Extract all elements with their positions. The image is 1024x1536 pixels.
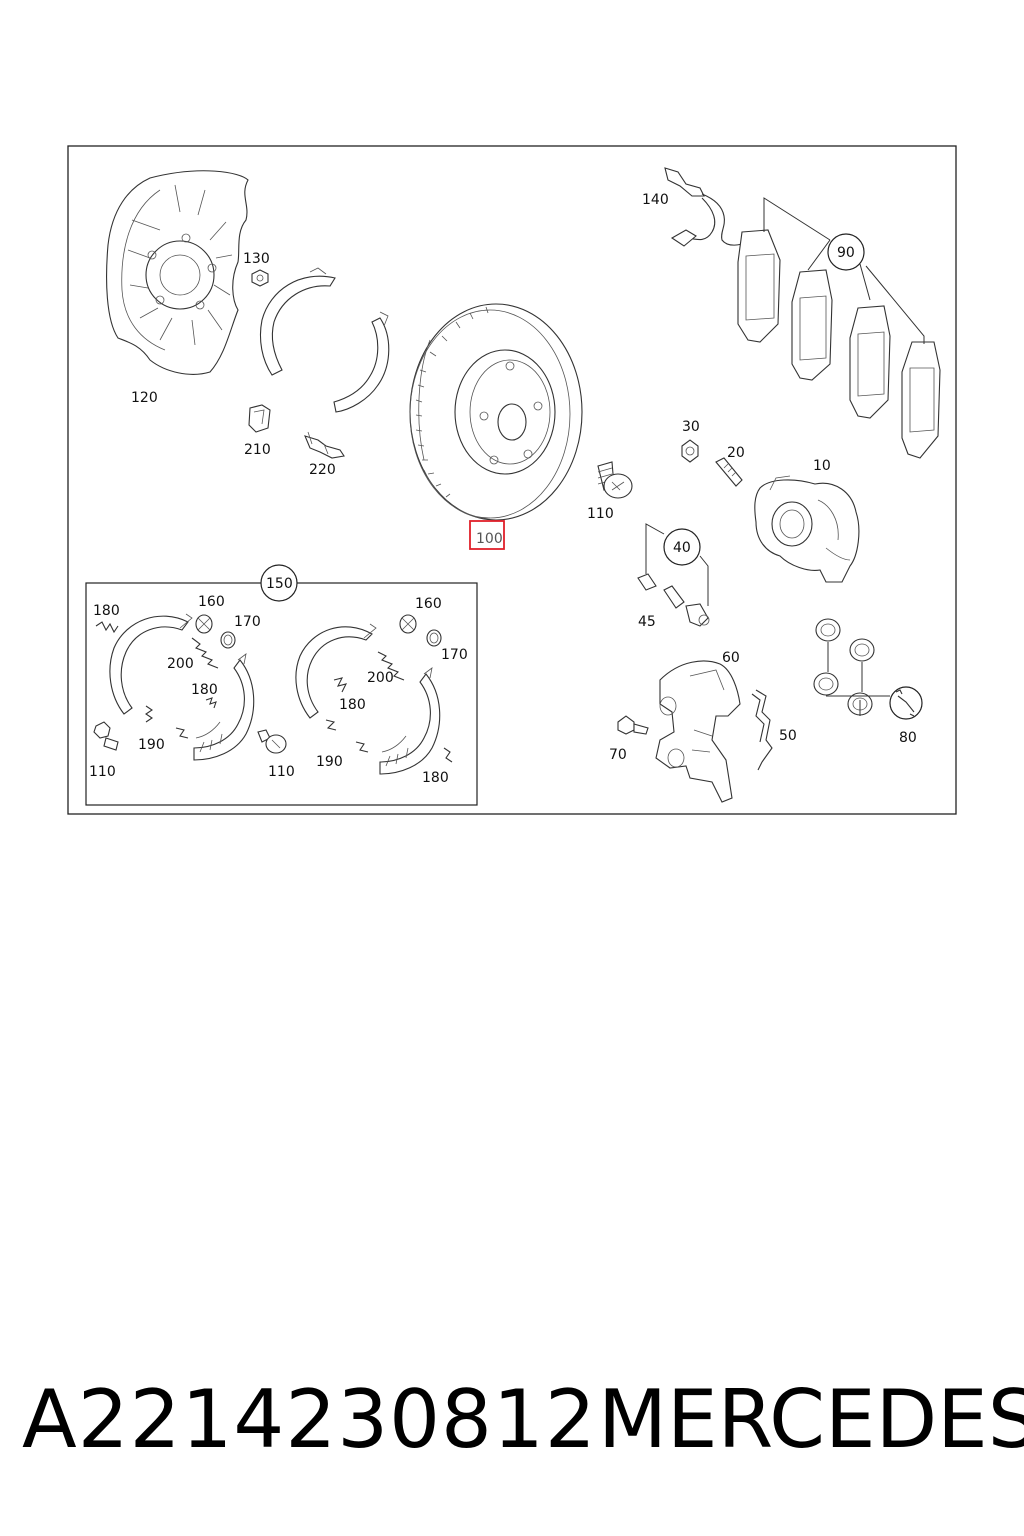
parking-shoe-set-right[interactable] [295,623,441,775]
caliper-bracket-60[interactable] [655,660,741,803]
label-180-b: 180 [191,682,218,698]
bolt-70[interactable] [617,715,649,735]
spring-200b[interactable] [377,651,405,681]
diagram-frame [67,145,957,815]
wrench-icon [889,686,923,720]
brake-pads-90[interactable] [737,229,941,459]
spring-180d[interactable] [443,747,453,763]
spring-clip-220[interactable] [304,431,345,459]
bubble-90 [827,233,865,271]
bolt-110-inset-a[interactable] [93,721,119,751]
caliper-10[interactable] [754,475,860,583]
bleeder-cap-30[interactable] [681,439,699,463]
leader-40 [645,523,709,606]
label-160-b: 160 [415,596,442,612]
label-70: 70 [609,747,627,763]
label-170-b: 170 [441,647,468,663]
spring-200a[interactable] [191,637,219,669]
bubble-40 [663,528,701,566]
label-200-a: 200 [167,656,194,672]
bubble-150 [260,564,298,602]
highlight-100 [469,520,505,550]
nut-130[interactable] [251,269,269,287]
label-180-d: 180 [422,770,449,786]
spring-190a[interactable] [145,705,189,739]
label-180-c: 180 [339,697,366,713]
leader-90 [763,197,925,344]
adjuster-160a[interactable] [195,614,213,634]
label-60: 60 [722,650,740,666]
spring-190b[interactable] [325,719,369,753]
parking-brake-shoe-upper-left[interactable] [259,267,336,376]
clip-210[interactable] [248,404,271,433]
label-220: 220 [309,462,336,478]
label-170-a: 170 [234,614,261,630]
spring-180c[interactable] [333,677,348,693]
label-200-b: 200 [367,670,394,686]
label-90: 90 [837,245,855,261]
label-20: 20 [727,445,745,461]
label-190-a: 190 [138,737,165,753]
label-120: 120 [131,390,158,406]
guide-pin-45[interactable] [637,573,710,627]
label-160-a: 160 [198,594,225,610]
spring-180a[interactable] [95,621,119,634]
label-80: 80 [899,730,917,746]
label-180-a: 180 [93,603,120,619]
dust-shield-120[interactable] [106,170,249,375]
adjuster-160b[interactable] [399,614,417,634]
bolt-110[interactable] [597,461,633,499]
brand-name: MERCEDES [598,1373,1024,1466]
leader-80 [826,642,890,716]
bolt-110-inset-b[interactable] [257,729,287,754]
piston-seal-kit-80[interactable] [813,618,875,716]
label-210: 210 [244,442,271,458]
parking-brake-shoe-upper-right[interactable] [333,311,390,413]
part-number: A2214230812 [22,1373,597,1466]
label-100[interactable]: 100 [476,531,503,547]
bleeder-screw-20[interactable] [715,457,743,487]
label-40: 40 [673,540,691,556]
brake-disc-100[interactable] [409,303,583,521]
label-110: 110 [587,506,614,522]
brake-parts-diagram: 120 130 210 220 100 [67,145,957,815]
sleeve-170a[interactable] [220,631,236,649]
label-110-inset-b: 110 [268,764,295,780]
footer: A2214230812 MERCEDES [0,1370,1024,1470]
label-140: 140 [642,192,669,208]
label-45: 45 [638,614,656,630]
parking-shoe-set-left[interactable] [109,613,255,761]
label-150: 150 [266,576,293,592]
label-190-b: 190 [316,754,343,770]
label-110-inset-a: 110 [89,764,116,780]
label-50: 50 [779,728,797,744]
spring-180b[interactable] [205,697,217,709]
label-130: 130 [243,251,270,267]
anti-rattle-spring-50[interactable] [751,689,773,771]
sleeve-170b[interactable] [426,629,442,647]
label-10: 10 [813,458,831,474]
label-30: 30 [682,419,700,435]
wear-sensor-140[interactable] [664,167,751,247]
